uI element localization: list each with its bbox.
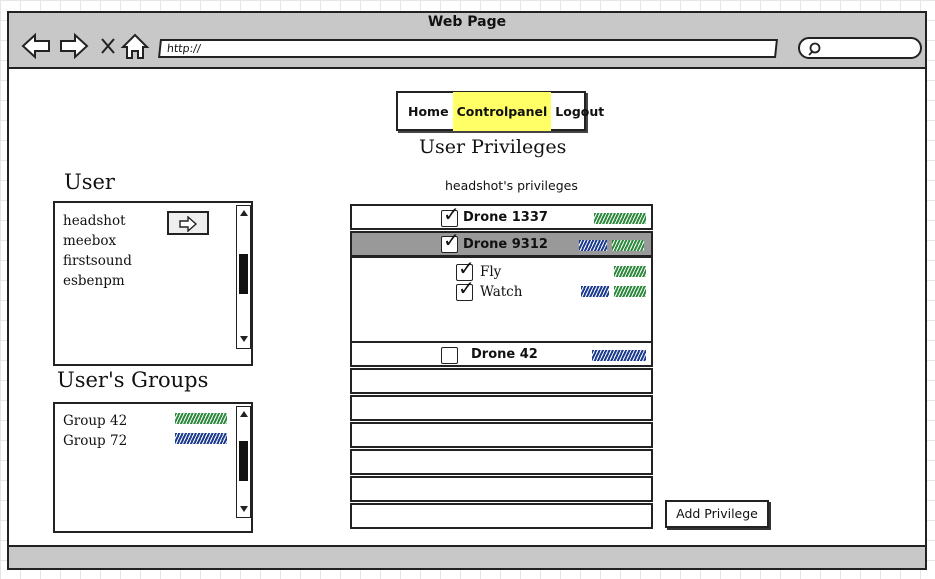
- group42-color-swatch: [614, 286, 646, 297]
- nav-menu: Home Controlpanel Logout: [396, 91, 604, 131]
- group42-color-swatch: [594, 213, 646, 224]
- group42-color-swatch: [614, 266, 646, 277]
- users-scrollbar[interactable]: [236, 205, 251, 349]
- address-bar[interactable]: http://: [158, 39, 778, 58]
- search-input[interactable]: [798, 37, 922, 59]
- scroll-thumb[interactable]: [239, 441, 248, 481]
- users-heading: User: [64, 170, 115, 194]
- group-item-72[interactable]: Group 72: [63, 433, 128, 449]
- drone-42-checkbox[interactable]: [441, 347, 458, 364]
- empty-row[interactable]: [350, 476, 653, 502]
- group72-color-swatch: [579, 240, 607, 251]
- page-title: User Privileges: [419, 136, 567, 158]
- group42-color-swatch: [612, 240, 644, 251]
- checkmark-icon: ✓: [443, 202, 460, 226]
- fly-checkbox[interactable]: ✓: [456, 258, 475, 281]
- user-item-headshot[interactable]: headshot: [63, 213, 126, 229]
- users-list: headshot meebox firstsound esbenpm: [53, 201, 253, 366]
- drone-row-1337[interactable]: ✓ Drone 1337: [350, 204, 653, 230]
- drone-9312-details: ✓ Fly ✓ Watch: [350, 256, 653, 343]
- home-icon[interactable]: [120, 33, 150, 59]
- window-title: Web Page: [427, 14, 507, 30]
- checkmark-icon: ✓: [443, 228, 460, 252]
- watch-checkbox[interactable]: ✓: [456, 278, 475, 301]
- group-item-42[interactable]: Group 42: [63, 413, 128, 429]
- group72-color-swatch: [592, 350, 646, 361]
- user-item-esbenpm[interactable]: esbenpm: [63, 273, 125, 289]
- nav-home[interactable]: Home: [408, 103, 449, 119]
- drone-row-42[interactable]: Drone 42: [350, 341, 653, 367]
- empty-row[interactable]: [350, 422, 653, 448]
- search-icon: [808, 42, 821, 56]
- empty-row[interactable]: [350, 503, 653, 529]
- back-icon[interactable]: [21, 32, 50, 60]
- empty-row[interactable]: [350, 395, 653, 421]
- user-item-meebox[interactable]: meebox: [63, 233, 117, 249]
- drone-1337-label: Drone 1337: [463, 210, 548, 225]
- scroll-down-icon[interactable]: [239, 334, 249, 344]
- fly-label: Fly: [480, 264, 502, 280]
- close-icon[interactable]: [101, 38, 115, 54]
- group72-color-swatch: [581, 286, 609, 297]
- group72-color-swatch: [175, 433, 227, 444]
- nav-logout[interactable]: Logout: [555, 103, 605, 119]
- nav-controlpanel[interactable]: Controlpanel: [452, 91, 552, 131]
- groups-scrollbar[interactable]: [236, 406, 251, 518]
- drone-9312-label: Drone 9312: [463, 237, 548, 252]
- privileges-subtitle: headshot's privileges: [445, 178, 578, 193]
- scroll-thumb[interactable]: [239, 254, 248, 294]
- watch-label: Watch: [480, 284, 523, 300]
- drone-1337-checkbox[interactable]: ✓: [441, 204, 460, 227]
- browser-window: Web Page http:// Home Controlpanel Logou…: [7, 11, 927, 570]
- groups-list: Group 42 Group 72: [53, 402, 253, 533]
- nav-buttons: [21, 32, 150, 60]
- status-bar: [9, 545, 925, 568]
- scroll-down-icon[interactable]: [239, 504, 249, 514]
- scroll-up-icon[interactable]: [239, 409, 249, 419]
- arrow-right-icon: [179, 215, 198, 233]
- group42-color-swatch: [175, 413, 227, 424]
- select-user-button[interactable]: [167, 211, 209, 235]
- empty-row[interactable]: [350, 368, 653, 394]
- checkmark-icon: ✓: [458, 256, 475, 280]
- forward-icon[interactable]: [60, 32, 89, 60]
- drone-9312-checkbox[interactable]: ✓: [441, 230, 460, 253]
- groups-heading: User's Groups: [57, 368, 209, 392]
- browser-toolbar: Web Page http://: [9, 13, 925, 69]
- user-item-firstsound[interactable]: firstsound: [63, 253, 132, 269]
- checkmark-icon: ✓: [458, 276, 475, 300]
- drone-row-9312[interactable]: ✓ Drone 9312: [350, 230, 653, 257]
- add-privilege-button[interactable]: Add Privilege: [665, 500, 769, 528]
- scroll-up-icon[interactable]: [239, 208, 249, 218]
- empty-row[interactable]: [350, 449, 653, 475]
- drone-42-label: Drone 42: [471, 347, 538, 362]
